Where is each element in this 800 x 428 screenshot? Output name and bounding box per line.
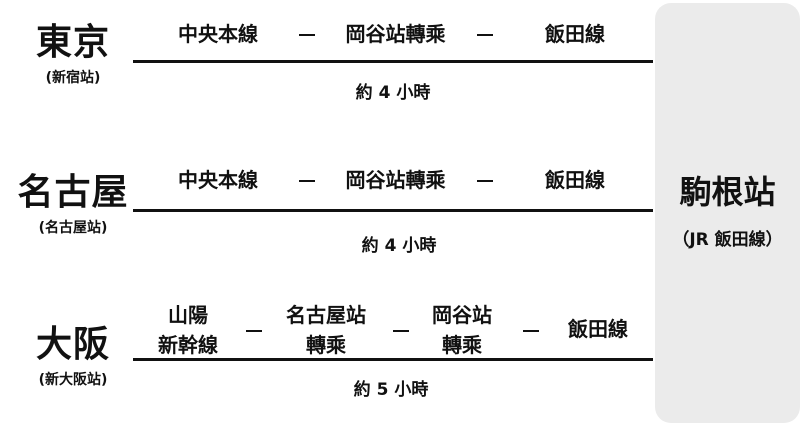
destination-panel (655, 3, 800, 423)
origin-osaka: 大阪 (新大阪站) (13, 327, 133, 389)
origin-tokyo: 東京 (新宿站) (13, 25, 133, 87)
route-leg-line: 轉乘 (306, 333, 346, 357)
route-line (133, 358, 653, 361)
origin-city: 名古屋 (17, 172, 129, 213)
route-leg: 岡谷站轉乘 (345, 22, 446, 46)
route-leg: 飯田線 (545, 168, 605, 192)
origin-station: (新宿站) (45, 70, 101, 86)
leg-separator (523, 330, 539, 332)
origin-station: (新大阪站) (38, 372, 108, 388)
travel-time: 約 4 小時 (361, 236, 437, 256)
route-leg-line: 新幹線 (158, 333, 218, 357)
route-leg: 飯田線 (545, 22, 605, 46)
route-leg: 岡谷站 轉乘 (420, 300, 504, 360)
leg-separator (477, 180, 493, 182)
destination-line: （JR 飯田線） (672, 230, 783, 250)
route-leg: 岡谷站轉乘 (345, 168, 446, 192)
leg-separator (299, 180, 315, 182)
route-line (133, 60, 653, 63)
route-leg-line: 轉乘 (442, 333, 482, 357)
route-leg: 名古屋站 轉乘 (272, 300, 380, 360)
leg-separator (246, 330, 262, 332)
route-line (133, 209, 653, 212)
route-leg-line: 岡谷站 (432, 303, 492, 327)
route-leg: 飯田線 (568, 317, 628, 341)
route-leg-line: 名古屋站 (286, 303, 366, 327)
route-leg: 中央本線 (178, 168, 258, 192)
route-leg-line: 山陽 (168, 303, 208, 327)
leg-separator (477, 34, 493, 36)
route-leg: 山陽 新幹線 (148, 300, 228, 360)
origin-nagoya: 名古屋 (名古屋站) (8, 175, 138, 237)
leg-separator (299, 34, 315, 36)
origin-station: (名古屋站) (38, 220, 108, 236)
destination-station-name: 駒根站 (679, 173, 776, 211)
travel-time: 約 5 小時 (353, 380, 429, 400)
route-leg: 中央本線 (178, 22, 258, 46)
origin-city: 東京 (35, 22, 110, 63)
leg-separator (393, 330, 409, 332)
origin-city: 大阪 (35, 324, 110, 365)
travel-time: 約 4 小時 (355, 83, 431, 103)
